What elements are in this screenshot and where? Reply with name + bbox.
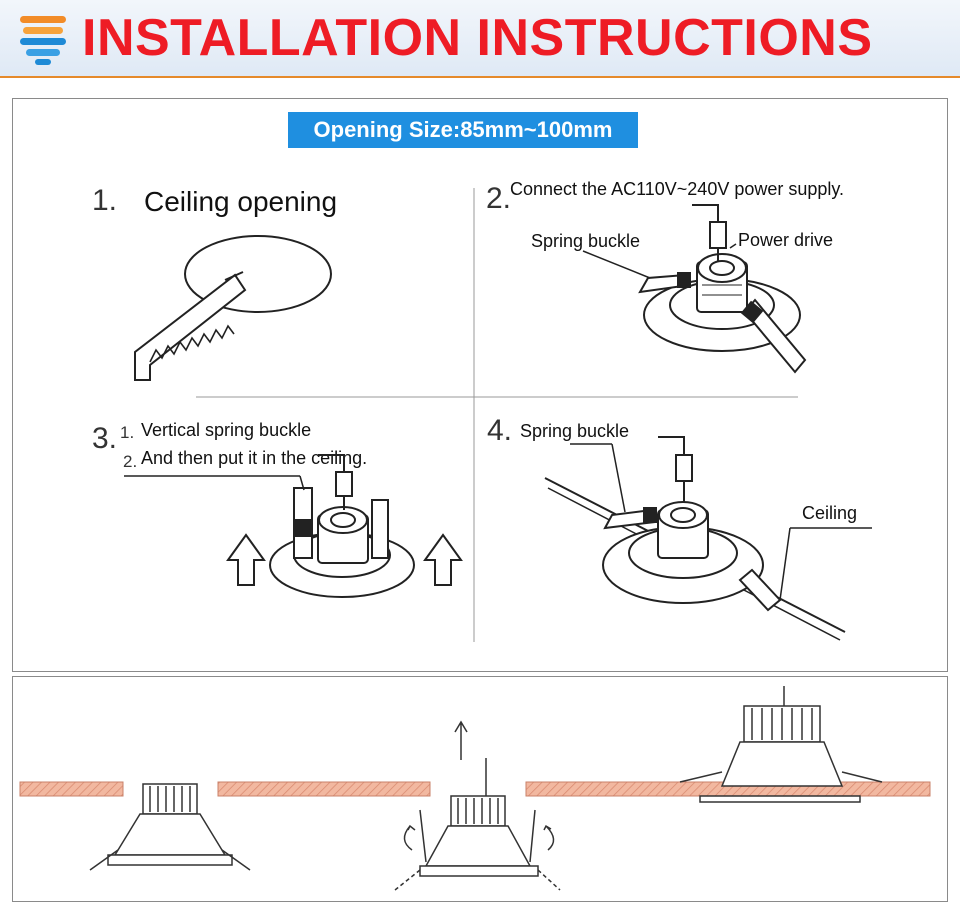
sequence-light-1 bbox=[90, 784, 250, 870]
step-4-illustration bbox=[545, 437, 872, 640]
sequence-light-2 bbox=[395, 722, 560, 890]
step-2-illustration bbox=[583, 205, 805, 372]
step-1-illustration bbox=[135, 236, 331, 380]
step-3-illustration bbox=[124, 455, 461, 597]
